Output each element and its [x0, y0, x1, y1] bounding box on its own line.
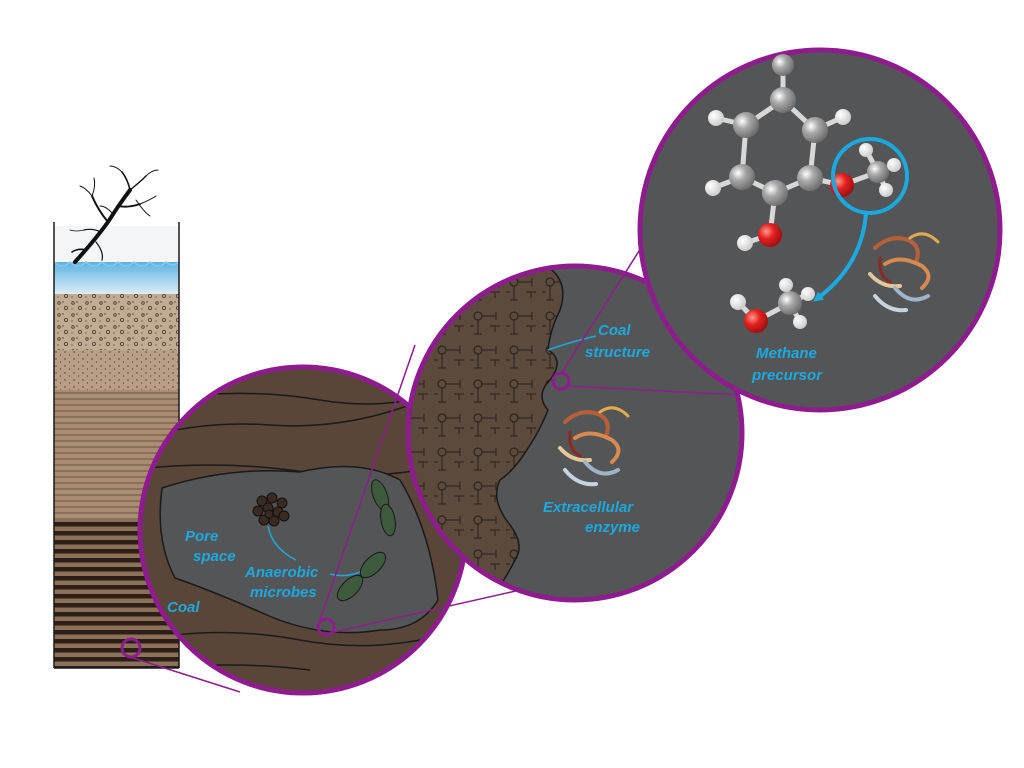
svg-text:Anaerobic: Anaerobic: [244, 564, 319, 581]
methyl-highlight-ring: [831, 137, 909, 215]
label-pore-space: Pore space: [185, 528, 236, 565]
microbes-pointer: [267, 525, 297, 561]
label-coal-structure: Coal structure: [585, 322, 650, 361]
label-anaerobic-microbes: Anaerobic microbes: [244, 564, 319, 601]
microbes-pointer-2: [329, 571, 361, 577]
zoom-circle-pore: [137, 364, 469, 696]
svg-text:space: space: [193, 548, 236, 565]
ball-and-stick-molecule-icon: [705, 54, 901, 333]
svg-text:structure: structure: [585, 344, 650, 361]
coal-structure-surface: [408, 266, 564, 600]
zoom-line: [319, 344, 416, 621]
svg-text:enzyme: enzyme: [585, 519, 640, 536]
zoom-ring-pore: [316, 617, 336, 637]
zoom-line: [567, 385, 741, 396]
label-methane-precursor: Methane precursor: [751, 345, 823, 384]
rod-bacteria-icon: [336, 479, 396, 602]
zoom-circle-coal: [405, 263, 745, 603]
svg-text:microbes: microbes: [250, 584, 317, 601]
svg-text:Extracellular: Extracellular: [543, 499, 634, 516]
svg-text:Methane: Methane: [756, 345, 817, 362]
svg-text:precursor: precursor: [751, 367, 823, 384]
zoom-line: [333, 589, 521, 633]
label-extracellular-enzyme: Extracellular enzyme: [543, 499, 640, 536]
coal-structure-pointer: [547, 335, 597, 351]
zoom-line: [129, 656, 241, 693]
curved-arrow-icon: [813, 212, 868, 302]
zoom-circle-molecule: [637, 47, 1003, 413]
svg-text:Pore: Pore: [185, 528, 218, 545]
protein-ribbon-icon: [868, 232, 940, 313]
svg-text:Coal: Coal: [598, 322, 631, 339]
pore-space: [159, 465, 439, 634]
bare-tree-icon: [69, 165, 159, 264]
cocci-cluster-icon: [252, 492, 290, 527]
protein-ribbon-icon: [558, 406, 630, 487]
label-coal: Coal: [167, 599, 200, 616]
